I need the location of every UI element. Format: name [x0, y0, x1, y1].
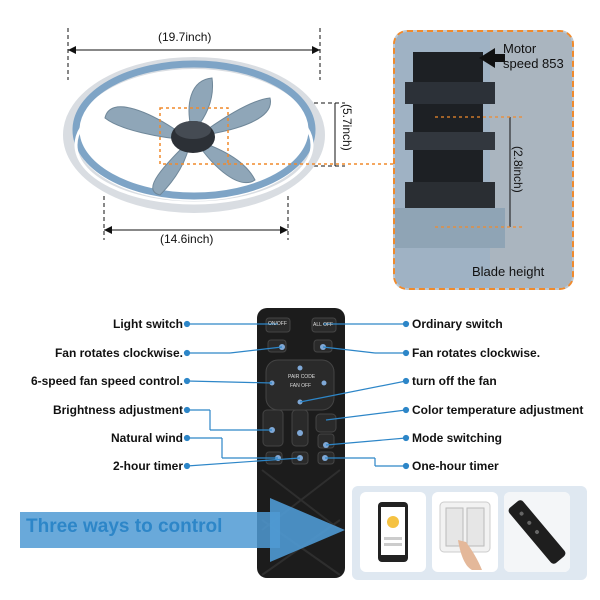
label-fan-clockwise-right: Fan rotates clockwise. [412, 346, 541, 360]
phone-app-card[interactable] [360, 492, 426, 572]
label-2-hour-timer: 2-hour timer [112, 459, 183, 473]
motor-detail-illustration [395, 32, 572, 288]
label-light-switch: Light switch [113, 317, 183, 331]
wall-switch-card[interactable] [432, 492, 498, 572]
label-color-temperature: Color temperature adjustment [412, 403, 584, 417]
motor-label-line1: Motor [503, 41, 537, 56]
label-fan-clockwise-left: Fan rotates clockwise. [54, 346, 183, 360]
all-off-button-text[interactable]: ALL OFF [313, 322, 334, 328]
phone-icon [378, 502, 408, 562]
fan-diagram [63, 28, 393, 240]
motor-detail-inset [393, 30, 574, 290]
three-ways-title: Three ways to control [26, 516, 223, 537]
on-off-button-text[interactable]: ON/OFF [268, 321, 287, 327]
inner-dimension-label: (2.8inch) [511, 146, 525, 193]
label-natural-wind: Natural wind [110, 431, 183, 445]
remote-control [183, 308, 410, 578]
motor-label: Motor speed 853 [503, 41, 564, 71]
base-dimension-label: (14.6inch) [160, 232, 214, 246]
motor-label-line2: speed 853 [503, 56, 564, 71]
remote-icon [504, 492, 570, 572]
pair-code-button-text[interactable]: PAIR CODE [288, 374, 316, 380]
wall-switch-icon [439, 501, 491, 570]
label-one-hour-timer: One-hour timer [412, 459, 499, 473]
fan-off-button-text[interactable]: FAN OFF [290, 383, 312, 389]
label-6-speed: 6-speed fan speed control. [30, 374, 183, 388]
remote-card[interactable] [504, 492, 570, 572]
label-ordinary-switch: Ordinary switch [412, 317, 503, 331]
width-dimension-label: (19.7inch) [158, 30, 212, 44]
arrow-right-icon [20, 498, 345, 562]
blade-height-label: Blade height [472, 264, 545, 279]
label-turn-off-fan: turn off the fan [412, 374, 497, 388]
height-dimension-label: (5.7inch) [340, 104, 354, 151]
label-brightness: Brightness adjustment [52, 403, 183, 417]
label-mode-switching: Mode switching [412, 431, 502, 445]
